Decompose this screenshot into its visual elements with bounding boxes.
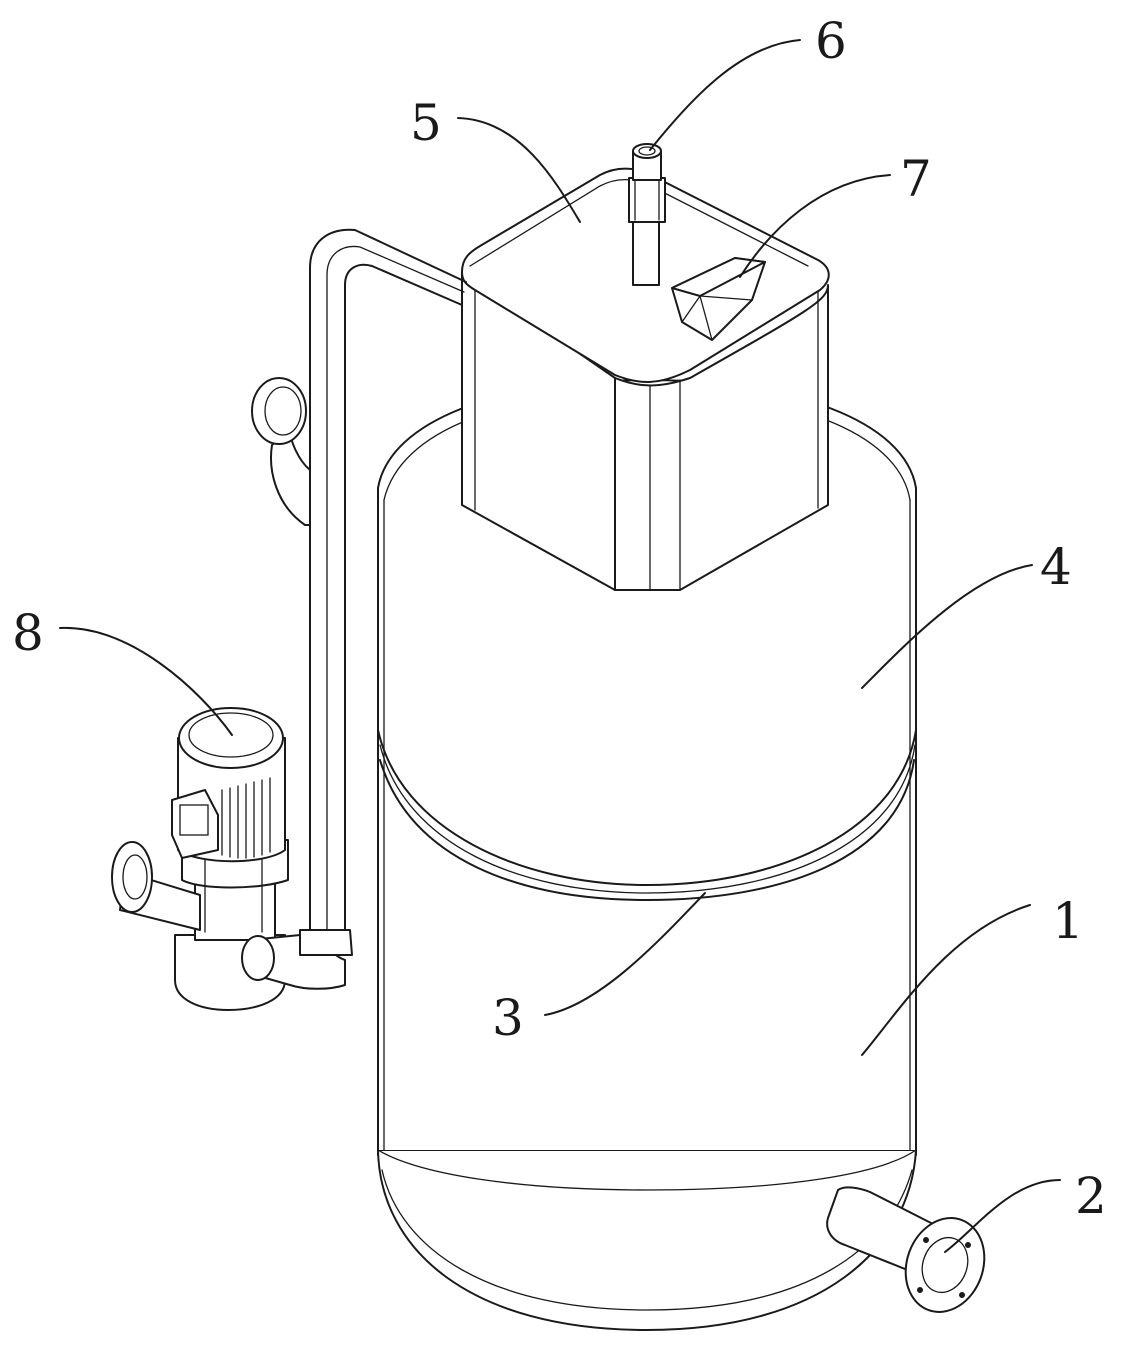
label-7: 7 [900, 150, 932, 208]
pump [111, 707, 353, 1011]
label-6: 6 [815, 12, 847, 70]
tank-body [377, 487, 917, 1331]
leader-8 [59, 626, 233, 736]
part-labels: 1 2 3 4 5 6 7 8 [12, 12, 1107, 1225]
label-8: 8 [12, 604, 44, 662]
feed-hopper [671, 257, 766, 341]
riser-pipe [251, 228, 467, 936]
label-3: 3 [492, 989, 524, 1047]
leader-7 [739, 174, 891, 278]
leader-3 [544, 892, 706, 1016]
label-4: 4 [1040, 538, 1072, 596]
leader-5 [457, 117, 581, 223]
leader-1 [861, 904, 1031, 1056]
leader-lines [59, 39, 1061, 1253]
label-1: 1 [1052, 892, 1084, 950]
label-5: 5 [410, 94, 442, 152]
outlet-nozzle [826, 1186, 986, 1313]
vent-pipe [628, 143, 666, 286]
motor-fins [221, 777, 271, 859]
label-2: 2 [1075, 1167, 1107, 1225]
leader-2 [944, 1179, 1061, 1253]
leader-4 [861, 564, 1033, 689]
leader-6 [649, 39, 801, 151]
joint-band [377, 729, 917, 901]
